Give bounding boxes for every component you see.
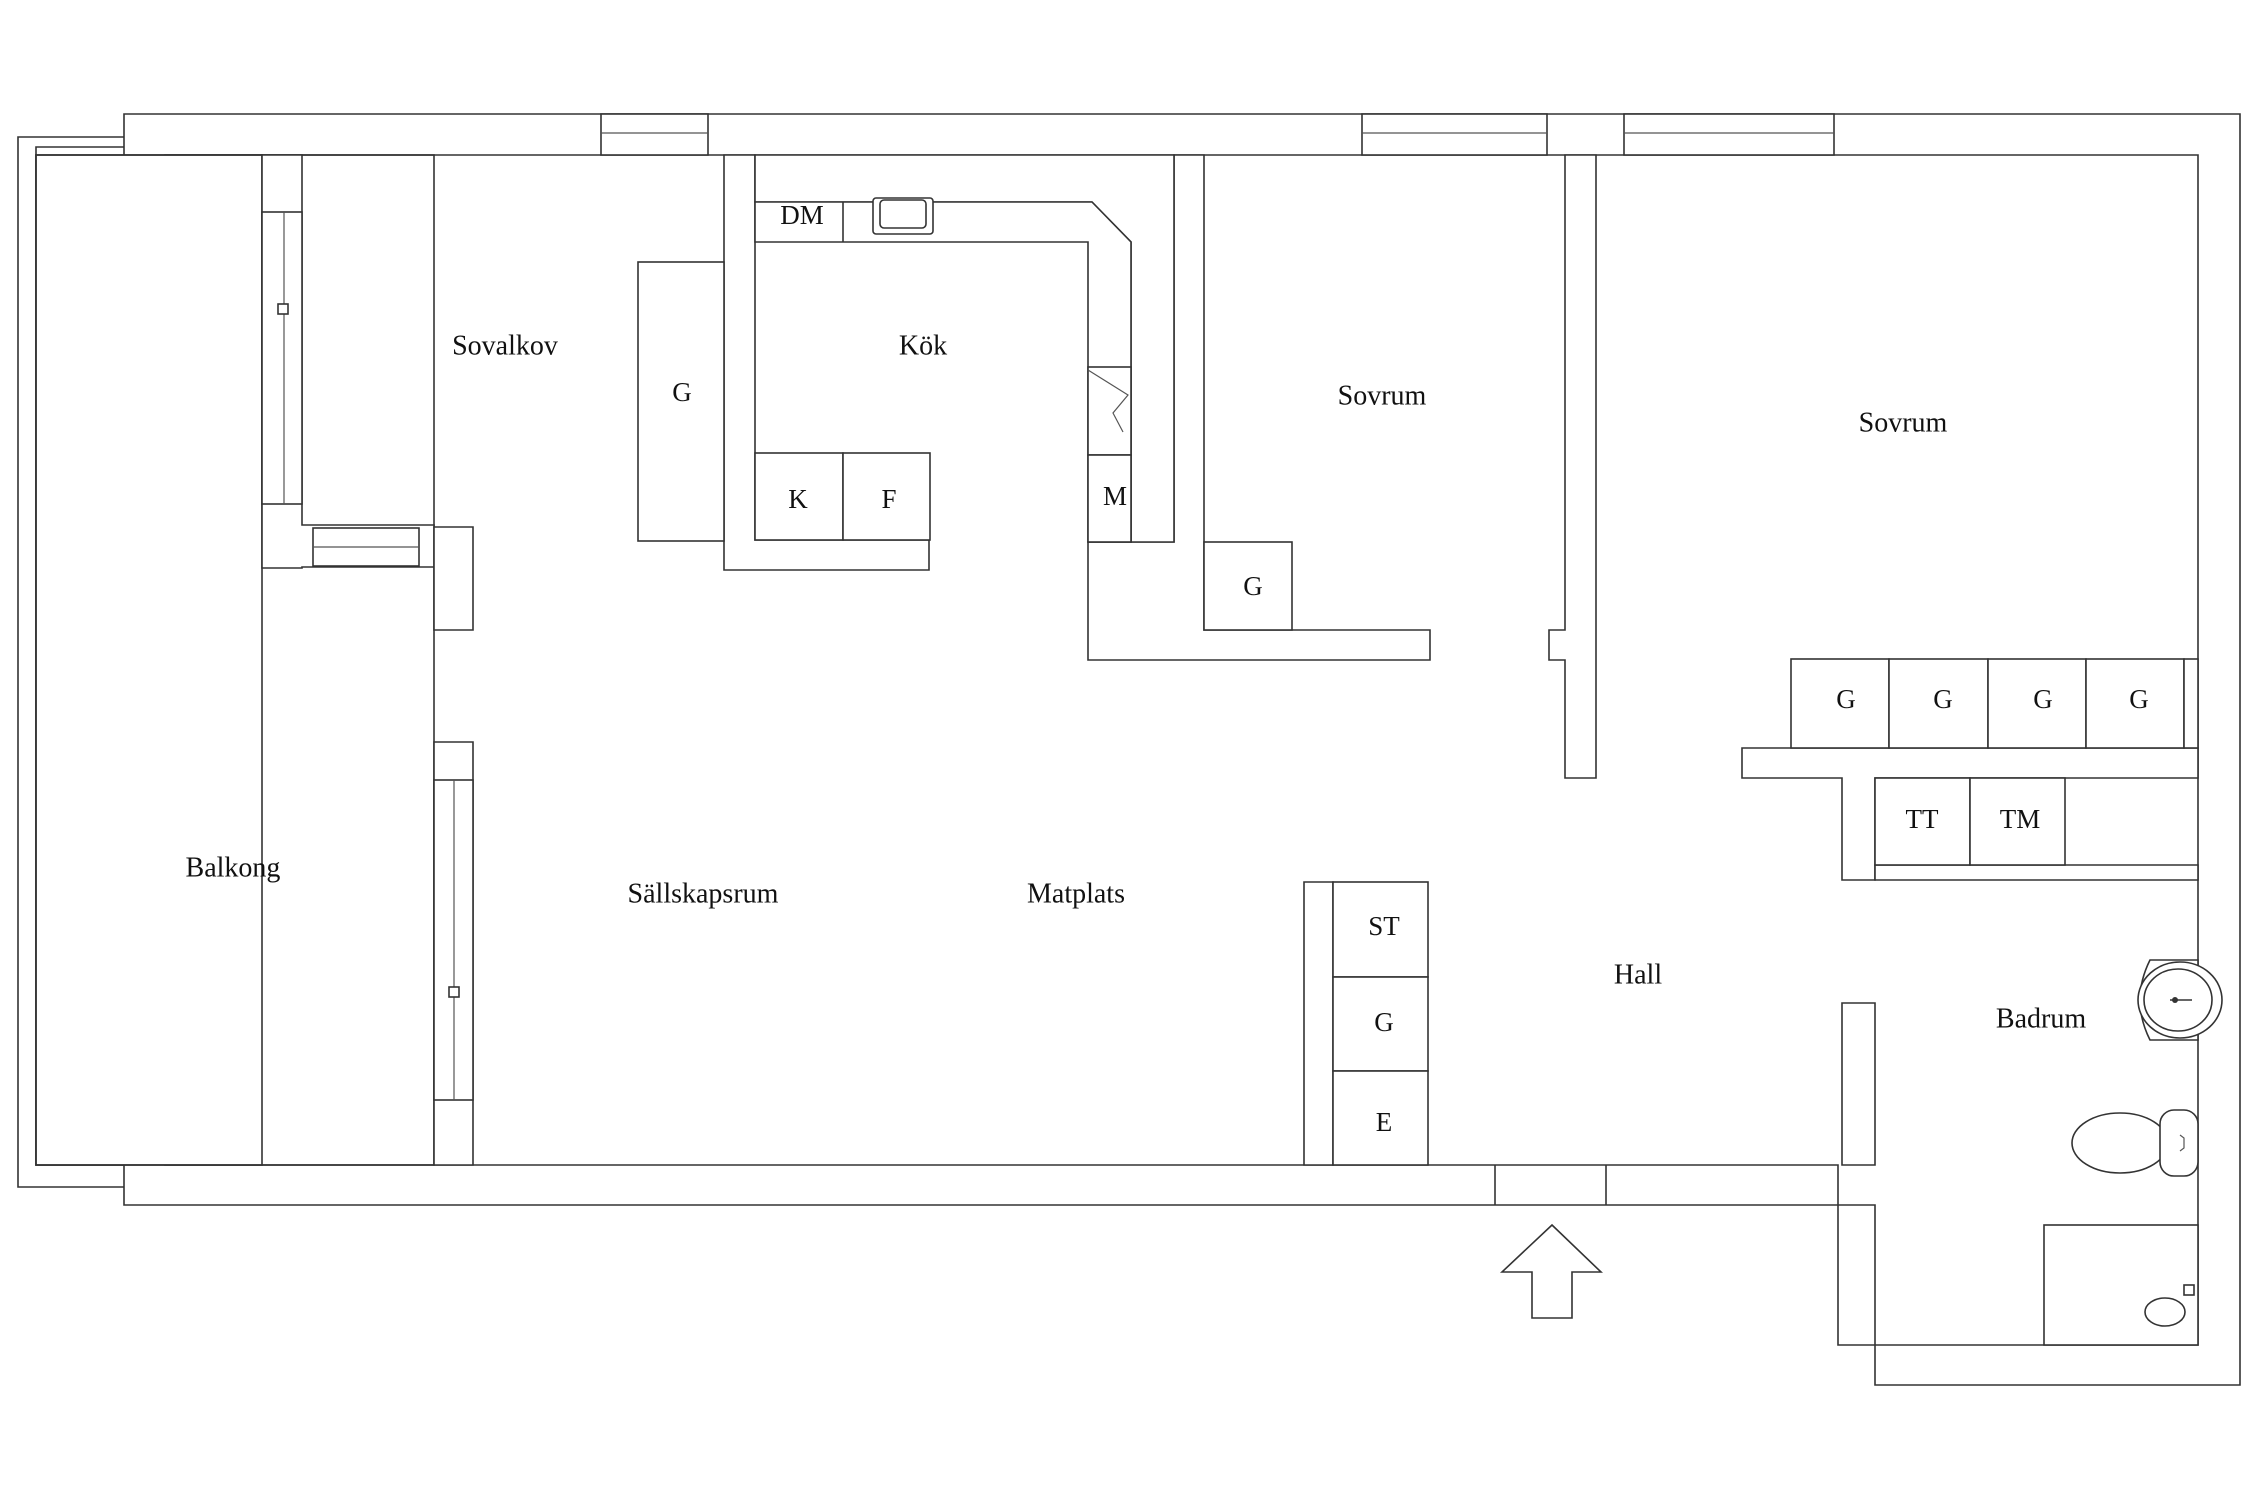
- fixture-label-k: K: [788, 484, 808, 514]
- room-label-hall: Hall: [1614, 959, 1662, 990]
- room-labels: Balkong Sovalkov Kök Sovrum Sovrum Sälls…: [186, 330, 2087, 1034]
- room-label-sovrum-1: Sovrum: [1338, 380, 1427, 411]
- hall-storage: [1332, 881, 1429, 1166]
- sink-icon: [2137, 959, 2223, 1041]
- fixture-label-sovrum2-g1: G: [1836, 684, 1856, 714]
- room-label-sallskapsrum: Sällskapsrum: [628, 878, 779, 909]
- toilet-icon: [2071, 1109, 2199, 1177]
- entrance-opening: [1494, 1165, 1607, 1205]
- room-label-sovrum-2: Sovrum: [1859, 407, 1948, 438]
- sovrum1-wardrobe: [1203, 541, 1293, 631]
- fixture-labels: DM K F M G G G G G G TT TM ST G E: [672, 200, 2149, 1137]
- room-label-matplats: Matplats: [1027, 878, 1125, 909]
- entrance-arrow-icon: [1499, 1223, 1603, 1319]
- fixture-label-e: E: [1376, 1107, 1393, 1137]
- room-label-balkong: Balkong: [186, 852, 281, 883]
- windows: [261, 113, 1835, 1101]
- fixture-label-sovrum1-g: G: [1243, 571, 1263, 601]
- room-label-kok: Kök: [899, 330, 947, 361]
- fixture-label-hall-g: G: [1374, 1007, 1394, 1037]
- fixture-label-sovrum2-g4: G: [2129, 684, 2149, 714]
- laundry-units: [1874, 777, 2066, 866]
- interior-walls: [261, 154, 2199, 1166]
- fixture-label-st: ST: [1368, 911, 1400, 941]
- fixture-label-sovalkov-g: G: [672, 377, 692, 407]
- room-label-badrum: Badrum: [1996, 1003, 2086, 1034]
- fixture-label-sovrum2-g2: G: [1933, 684, 1953, 714]
- bathroom-fittings: [2043, 959, 2223, 1346]
- fixture-label-m: M: [1103, 481, 1127, 511]
- kitchen-counter: [754, 154, 1175, 543]
- fixture-label-f: F: [881, 484, 896, 514]
- shower-icon: [2043, 1224, 2199, 1346]
- balcony-outline: [17, 136, 435, 1188]
- sovrum2-wardrobes: [1790, 658, 2199, 749]
- fixture-label-dm: DM: [780, 200, 824, 230]
- room-label-sovalkov: Sovalkov: [452, 330, 558, 361]
- fixture-label-tt: TT: [1906, 804, 1939, 834]
- fixture-label-sovrum2-g3: G: [2033, 684, 2053, 714]
- sovalkov-wardrobe: [637, 261, 725, 542]
- fixture-label-tm: TM: [2000, 804, 2041, 834]
